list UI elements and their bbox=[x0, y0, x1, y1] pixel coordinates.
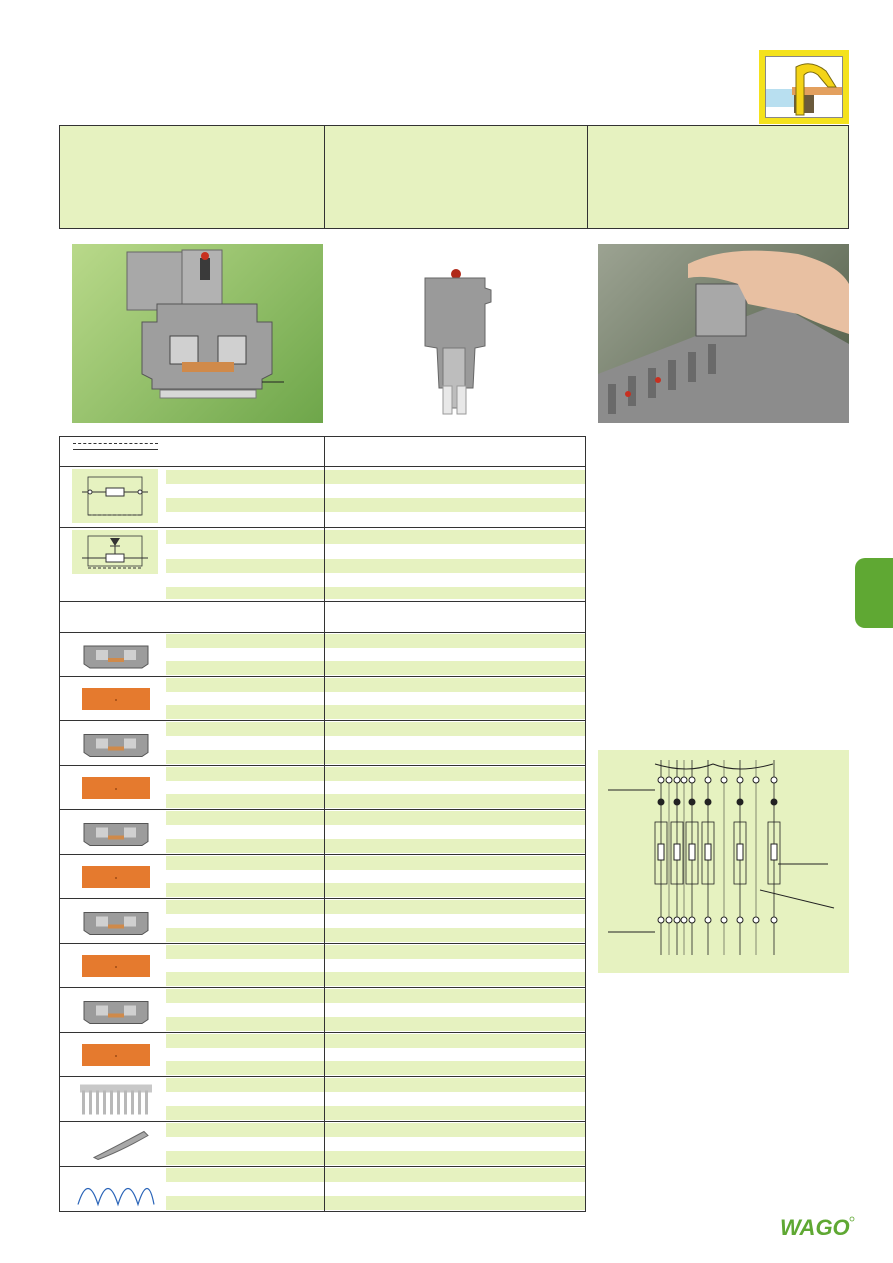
accessory-row bbox=[60, 633, 585, 677]
end-plate-double-deck-icon bbox=[74, 948, 158, 984]
header-col-2 bbox=[324, 126, 588, 228]
header-table bbox=[59, 125, 849, 229]
solid-line-icon bbox=[73, 449, 158, 450]
end-plate-notched-icon bbox=[74, 770, 158, 806]
accessory-row bbox=[60, 899, 585, 944]
wago-logo: WAGO bbox=[780, 1215, 855, 1240]
wire-jumper-icon bbox=[74, 1171, 158, 1208]
accessory-row bbox=[60, 988, 585, 1033]
operating-tool-icon bbox=[74, 1126, 158, 1163]
terminal-block-double-deck-icon bbox=[74, 903, 158, 940]
comb-jumper-icon bbox=[74, 1081, 158, 1118]
accessory-row bbox=[60, 810, 585, 855]
accessory-row bbox=[60, 766, 585, 810]
accessory-row bbox=[60, 1077, 585, 1122]
accessory-row bbox=[60, 1033, 585, 1077]
accessory-row bbox=[60, 944, 585, 988]
cage-clamp-lever-icon bbox=[765, 56, 843, 118]
accessory-row bbox=[60, 1167, 585, 1212]
accessory-row bbox=[60, 721, 585, 766]
header-divider bbox=[324, 437, 325, 466]
end-plate-double-deck-b-icon bbox=[74, 1037, 158, 1073]
end-plate-wide-icon bbox=[74, 859, 158, 895]
terminal-block-3-conductor-icon bbox=[74, 725, 158, 762]
terminal-block-double-deck-b-icon bbox=[74, 992, 158, 1029]
svg-text:WAGO: WAGO bbox=[780, 1215, 850, 1239]
dashed-line-icon bbox=[73, 443, 158, 445]
end-plate-small-icon bbox=[74, 681, 158, 717]
hand-inserting-fuse-plug-photo bbox=[598, 244, 849, 423]
fuse-plug-photo bbox=[415, 268, 495, 418]
terminal-block-4-conductor-icon bbox=[74, 814, 158, 851]
terminal-block-2-conductor-icon bbox=[74, 637, 158, 673]
header-col-1 bbox=[60, 126, 325, 228]
accessory-row bbox=[60, 1122, 585, 1167]
section-tab[interactable] bbox=[855, 558, 893, 628]
product-table bbox=[59, 436, 586, 1212]
accessory-row bbox=[60, 855, 585, 899]
cage-clamp-logo bbox=[759, 50, 849, 124]
fuse-wiring-diagram bbox=[598, 750, 849, 973]
column-divider bbox=[324, 467, 325, 1211]
fuse-symbol-icon bbox=[72, 469, 158, 523]
terminal-block-with-fuse-photo bbox=[72, 244, 323, 423]
fuse-with-led-symbol-icon bbox=[72, 530, 158, 574]
accessory-row bbox=[60, 677, 585, 721]
